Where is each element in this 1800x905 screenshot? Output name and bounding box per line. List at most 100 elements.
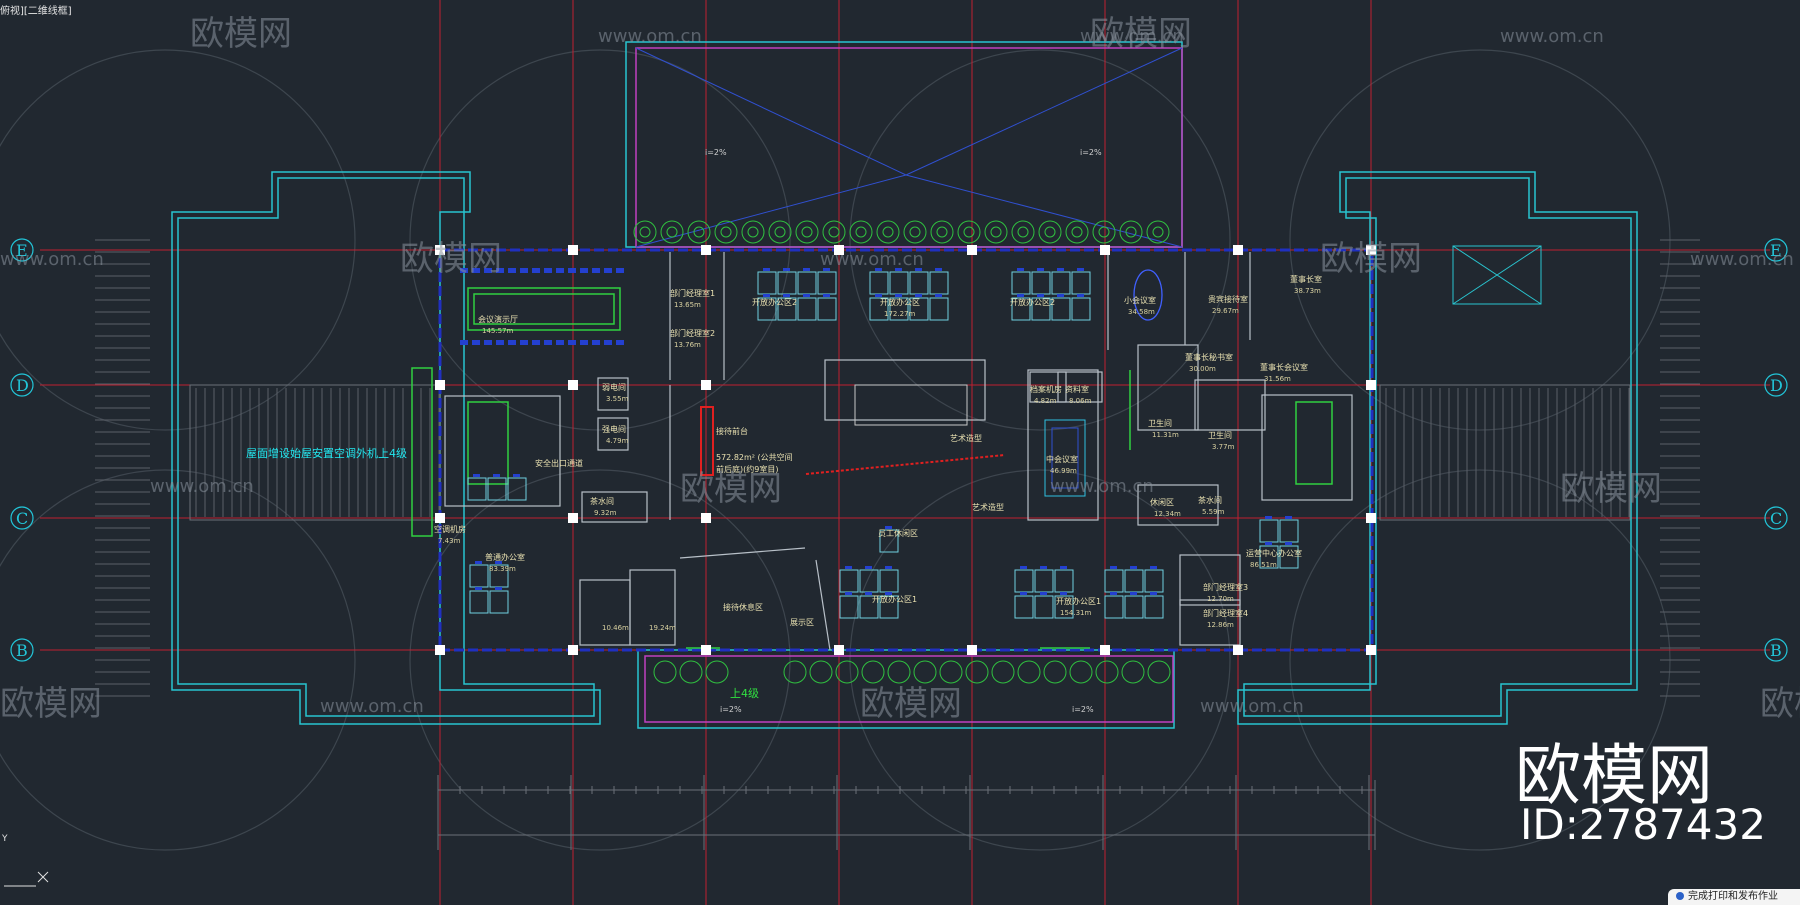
room-name: 资料室: [1065, 384, 1089, 394]
room-name: 卫生间: [1208, 430, 1232, 440]
watermark-url: www.om.cn: [320, 696, 424, 717]
watermark-url: www.om.cn: [1200, 696, 1304, 717]
room-walls: [444, 252, 1353, 651]
print-complete-notification[interactable]: 完成打印和发布作业: [1668, 889, 1800, 905]
watermark-url: www.om.cn: [0, 249, 104, 270]
room-name: 部门经理室1: [670, 288, 715, 298]
room-name: 开放办公区1: [872, 594, 917, 604]
floor-plate: [438, 248, 1374, 652]
axis-label-d-left: D: [16, 376, 29, 395]
watermark-url: www.om.cn: [598, 26, 702, 47]
watermark-url: www.om.cn: [1080, 26, 1184, 47]
room-name: 强电间: [602, 424, 626, 434]
room-name: 接待前台: [716, 426, 748, 436]
model-id-label: ID:2787432: [1520, 800, 1766, 849]
room-area: 172.27m: [884, 310, 915, 318]
room-labels: 会议演示厅145.57m部门经理室113.65m部门经理室213.76m开放办公…: [434, 274, 1322, 632]
svg-text:i=2%: i=2%: [1072, 705, 1094, 714]
watermark-brand: 欧模网: [680, 469, 782, 509]
room-name: 弱电间: [602, 382, 626, 392]
roof-slope-lines: [635, 47, 1183, 248]
room-area: 46.99m: [1050, 467, 1077, 475]
steps-note-left: 上4级: [378, 447, 407, 460]
notification-text: 完成打印和发布作业: [1688, 891, 1778, 902]
tree-row-bottom: [653, 660, 1171, 684]
room-name: 接待休息区: [723, 602, 763, 612]
room-name: 休闲区: [1150, 497, 1174, 507]
steps-note-bottom: 上4级: [730, 687, 759, 700]
room-area: 4.79m: [606, 437, 629, 445]
room-name: 部门经理室2: [670, 328, 715, 338]
room-area: 11.31m: [1152, 431, 1179, 439]
meeting-tables: [854, 269, 1163, 497]
room-name: 贵宾接待室: [1208, 294, 1248, 304]
room-name: 档案机房: [1030, 384, 1062, 394]
info-icon: [1676, 892, 1684, 900]
room-name: 董事长室: [1290, 274, 1322, 284]
room-name: 开放办公区1: [1056, 596, 1101, 606]
room-name: 空调机房: [434, 524, 466, 534]
axis-label-c-left: C: [16, 509, 28, 528]
svg-text:i=2%: i=2%: [705, 148, 727, 157]
room-name: 茶水间: [1198, 495, 1222, 505]
axis-label-e-right: E: [1770, 241, 1782, 260]
watermark-brand: 欧模网: [1320, 239, 1422, 279]
skylight: [1452, 245, 1542, 305]
room-name: 茶水间: [590, 496, 614, 506]
brand-watermark-big: 欧模网: [1515, 737, 1713, 814]
tree-row-top: [633, 220, 1170, 244]
axis-label-e-left: E: [16, 241, 28, 260]
room-area: 12.34m: [1154, 510, 1181, 518]
room-area: 154.31m: [1060, 609, 1091, 617]
axis-label-c-right: C: [1770, 509, 1782, 528]
room-name: 展示区: [790, 618, 814, 627]
viewport-title[interactable]: 俯视][二维线框]: [0, 6, 72, 17]
watermark-url: www.om.cn: [1500, 26, 1604, 47]
public-area-label: 572.82m² (公共空间: [716, 452, 793, 462]
watermark-brand: 欧模网: [1560, 469, 1662, 509]
room-name: 安全出口通道: [535, 458, 583, 468]
room-name: 员工休闲区: [878, 528, 918, 538]
green-elements: [411, 287, 1333, 649]
svg-text:Y: Y: [1, 834, 8, 844]
room-area: 34.58m: [1128, 308, 1155, 316]
dimension-lines: [437, 780, 1376, 850]
watermark-layer: 欧模网欧模网欧模网欧模网欧模网欧模网欧模网欧模网欧模网www.om.cnwww.…: [0, 14, 1800, 724]
room-area: 12.70m: [1207, 595, 1234, 603]
room-area: 4.82m: [1034, 397, 1057, 405]
room-area: 13.76m: [674, 341, 701, 349]
right-hatch: [1385, 239, 1700, 697]
room-area: 29.67m: [1212, 307, 1239, 315]
room-name: 部门经理室3: [1203, 582, 1248, 592]
room-area: 8.06m: [1069, 397, 1092, 405]
axis-bubbles: [10, 238, 1788, 662]
building-outline: [171, 41, 1638, 729]
room-area: 30.00m: [1189, 365, 1216, 373]
structural-columns: [435, 245, 1376, 655]
room-name: 小会议室: [1124, 295, 1156, 305]
reception-desk: [700, 406, 1006, 476]
ac-unit-note: 屋面增设始屋安置空调外机: [246, 446, 378, 460]
room-area: 31.56m: [1264, 375, 1291, 383]
room-area: 86.51m: [1250, 561, 1277, 569]
axis-label-b-left: B: [16, 641, 28, 660]
room-name: 开放办公区2: [1010, 297, 1055, 307]
chair-symbols: [460, 268, 1292, 595]
room-name: 中会议室: [1046, 454, 1078, 464]
room-name: 部门经理室4: [1203, 608, 1248, 618]
watermark-url: www.om.cn: [1690, 249, 1794, 270]
room-area: 5.59m: [1202, 508, 1225, 516]
watermark-brand: 欧模网: [0, 684, 102, 724]
watermark-brand: 欧模网: [1760, 684, 1800, 724]
watermark-url: www.om.cn: [820, 249, 924, 270]
room-area: 7.43m: [438, 537, 461, 545]
left-hatch: [95, 239, 440, 697]
room-area: 19.24m: [649, 624, 676, 632]
watermark-url: www.om.cn: [150, 476, 254, 497]
room-name: 开放办公区2: [752, 297, 797, 307]
room-area: 38.73m: [1294, 287, 1321, 295]
public-area-label-2: 前后庭)(约9室目): [716, 464, 778, 474]
axis-label-d-right: D: [1770, 376, 1783, 395]
room-name: 普通办公室: [485, 552, 525, 562]
